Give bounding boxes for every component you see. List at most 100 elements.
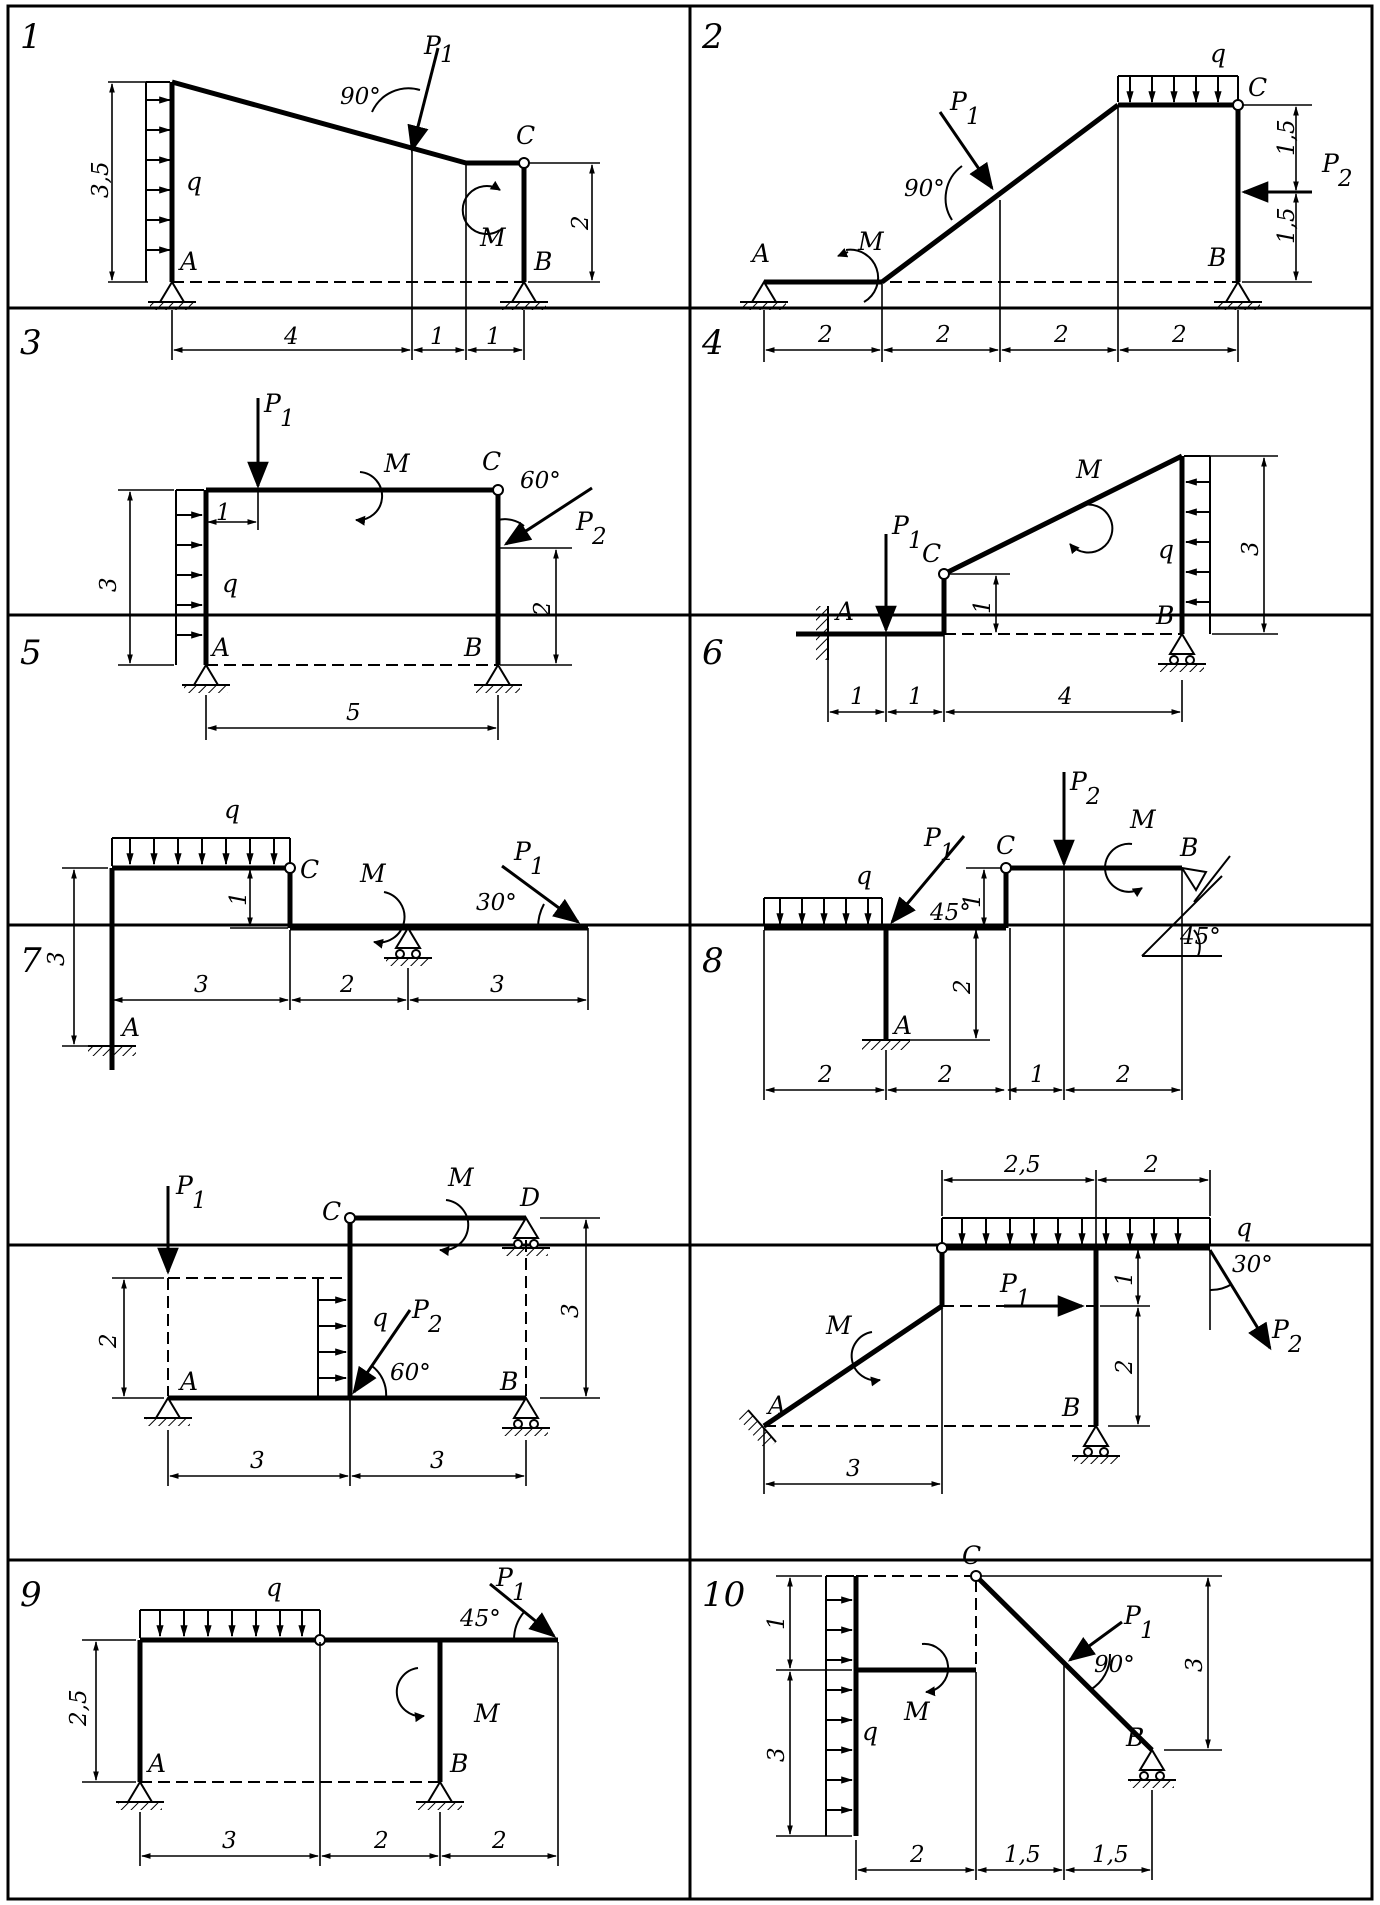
label-P2: P <box>411 1295 430 1324</box>
label-P2: P <box>1321 149 1340 178</box>
angle-arc <box>1209 1283 1233 1292</box>
roller-support-D <box>502 1216 550 1256</box>
dim-2: 2 <box>1143 1152 1159 1178</box>
dim-2-5: 2,5 <box>66 1689 92 1727</box>
pin-support-A <box>148 280 196 310</box>
panel-number: 2 <box>701 17 724 57</box>
label-B: B <box>533 247 552 276</box>
moment-M <box>373 891 406 949</box>
label-q: q <box>862 1717 878 1746</box>
label-P1-sub: 1 <box>1016 1286 1031 1312</box>
roller-support <box>384 926 432 966</box>
label-M: M <box>1075 455 1103 484</box>
panel-7: 7 <box>20 941 600 1486</box>
angle-90: 90° <box>1094 1652 1135 1678</box>
label-B: B <box>449 1749 468 1778</box>
force-P1 <box>890 835 966 925</box>
label-M: M <box>857 227 885 256</box>
fixed-support-A <box>738 1409 777 1450</box>
label-M: M <box>383 449 411 478</box>
dim-2v: 2 <box>1112 1359 1138 1375</box>
distributed-load-q <box>825 1575 854 1836</box>
moment-M <box>439 1199 470 1257</box>
label-C: C <box>482 447 501 476</box>
distributed-load-q <box>1117 75 1239 104</box>
moment-M <box>921 1642 950 1697</box>
label-P1: P <box>175 1171 194 1200</box>
roller-support-B <box>1072 1424 1120 1464</box>
fixed-support-A <box>862 1039 910 1050</box>
angle-arc <box>371 87 421 113</box>
angle-30: 30° <box>1232 1252 1273 1278</box>
dim-3b: 3 <box>430 1448 445 1474</box>
label-P1-sub: 1 <box>280 406 295 432</box>
panel-number: 9 <box>20 1575 42 1615</box>
dim-2c: 2 <box>1115 1062 1131 1088</box>
frame-members <box>109 865 588 1070</box>
label-q: q <box>266 1573 282 1602</box>
panel-grid <box>6 4 1374 1901</box>
dim-1: 1 <box>764 1615 790 1630</box>
dim-1: 1 <box>960 893 986 908</box>
label-C: C <box>996 831 1015 860</box>
dim-3: 3 <box>846 1456 861 1482</box>
dim-4: 4 <box>283 324 299 350</box>
distributed-load-q <box>941 1217 1211 1246</box>
dimension-lines <box>82 1639 559 1866</box>
label-A: A <box>766 1391 786 1420</box>
angle-30: 30° <box>476 890 517 916</box>
label-q: q <box>856 861 872 890</box>
panel-number: 1 <box>20 17 42 57</box>
label-P1-sub: 1 <box>908 528 923 554</box>
label-C: C <box>962 1541 981 1570</box>
label-M: M <box>447 1163 475 1192</box>
distributed-load-q <box>145 81 172 282</box>
dimension-lines <box>776 1575 1222 1880</box>
label-P1: P <box>513 837 532 866</box>
dim-2c: 2 <box>1053 322 1069 348</box>
label-M: M <box>479 223 507 252</box>
dim-1a: 1 <box>430 324 445 350</box>
dimension-lines <box>763 1170 1211 1494</box>
dim-2: 2 <box>950 979 976 995</box>
dimension-lines <box>827 455 1278 722</box>
distributed-load-q <box>111 837 291 866</box>
dim-1b: 1 <box>908 684 923 710</box>
label-C: C <box>1248 73 1267 102</box>
label-B: B <box>499 1367 518 1396</box>
pin-support-B <box>500 280 548 310</box>
dimension-lines <box>118 489 572 740</box>
label-M: M <box>473 1699 501 1728</box>
pin-support-B <box>416 1780 464 1810</box>
dim-2: 2 <box>568 215 594 231</box>
frame-members <box>168 1215 526 1401</box>
force-P2 <box>1208 1249 1272 1351</box>
moment-M <box>1104 842 1143 898</box>
angle-45: 45° <box>459 1606 501 1632</box>
panel-number: 7 <box>20 941 42 981</box>
label-C: C <box>516 121 535 150</box>
panel-6: 6 <box>702 633 1231 1100</box>
dim-1a: 1 <box>1030 1062 1045 1088</box>
pin-support-A <box>116 1780 164 1810</box>
label-q: q <box>186 167 202 196</box>
pin-support-A <box>740 280 788 310</box>
dim-1: 1 <box>226 891 252 906</box>
pin-support-B <box>1214 280 1262 310</box>
label-q: q <box>1236 1213 1252 1242</box>
label-P1: P <box>923 823 942 852</box>
label-P1: P <box>495 1563 514 1592</box>
angle-arc <box>944 165 963 221</box>
label-q: q <box>372 1303 388 1332</box>
dim-2: 2 <box>96 1333 122 1349</box>
roller-support-B <box>1128 1748 1176 1788</box>
dimension-lines <box>112 1217 600 1486</box>
distributed-load-q <box>1184 455 1211 634</box>
dim-2a: 2 <box>817 322 833 348</box>
label-P2: P <box>1069 767 1088 796</box>
dim-2: 2 <box>530 601 556 617</box>
dim-2d: 2 <box>1171 322 1187 348</box>
fixed-support-A <box>816 606 829 660</box>
hinge-C <box>1000 862 1012 874</box>
dim-3-5: 3,5 <box>88 161 114 198</box>
